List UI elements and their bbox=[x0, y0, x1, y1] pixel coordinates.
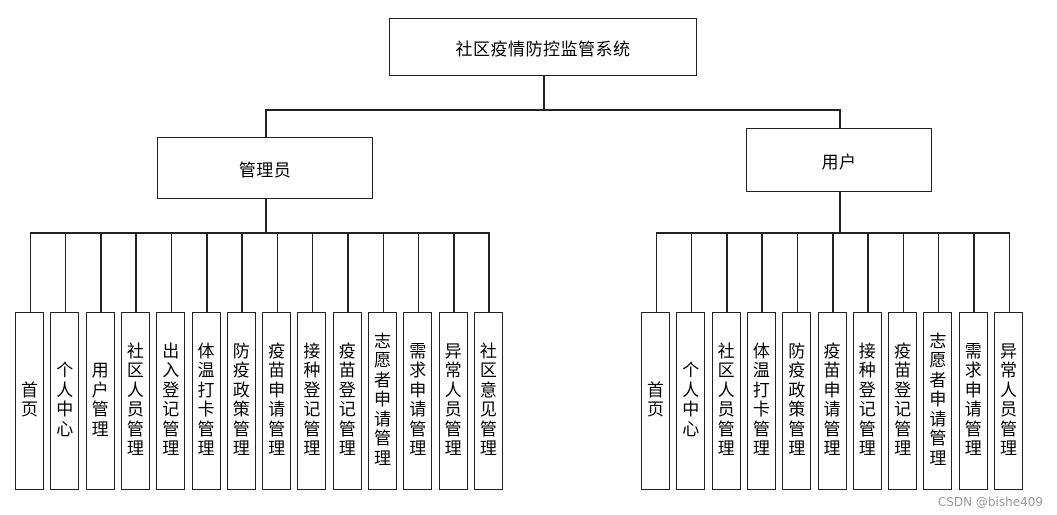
module-connector bbox=[347, 232, 349, 312]
branch-node-label: 管理员 bbox=[238, 160, 292, 181]
module-connector bbox=[655, 232, 657, 312]
module-connector bbox=[867, 232, 869, 312]
branch-connector-bar bbox=[265, 109, 841, 111]
module-label: 体温打卡管理 bbox=[197, 341, 215, 459]
module-label: 首页 bbox=[21, 380, 38, 420]
module-label: 疫苗登记管理 bbox=[338, 341, 356, 459]
module-connector bbox=[135, 232, 137, 312]
module-node: 疫苗申请管理 bbox=[817, 312, 847, 490]
module-connector bbox=[761, 232, 763, 312]
module-node: 体温打卡管理 bbox=[191, 312, 221, 490]
module-connector bbox=[937, 232, 940, 312]
module-connector bbox=[206, 232, 208, 312]
module-connector bbox=[488, 232, 490, 312]
module-node: 用户管理 bbox=[85, 312, 115, 490]
module-connector bbox=[241, 232, 243, 312]
module-label: 接种登记管理 bbox=[303, 341, 321, 459]
module-connector bbox=[382, 232, 384, 312]
module-node: 疫苗登记管理 bbox=[888, 312, 918, 490]
module-label: 疫苗申请管理 bbox=[268, 341, 286, 459]
branch-node-admin: 管理员 bbox=[157, 137, 373, 199]
module-connector bbox=[902, 232, 905, 312]
module-node: 个人中心 bbox=[50, 312, 80, 490]
module-node: 体温打卡管理 bbox=[746, 312, 776, 490]
module-connector bbox=[100, 232, 102, 312]
module-label: 志愿者申请管理 bbox=[929, 331, 947, 469]
module-label: 志愿者申请管理 bbox=[374, 331, 391, 469]
module-node: 防疫政策管理 bbox=[782, 312, 812, 490]
module-connector bbox=[417, 232, 420, 312]
module-label: 体温打卡管理 bbox=[752, 341, 770, 459]
module-node: 首页 bbox=[641, 312, 670, 490]
module-label: 异常人员管理 bbox=[444, 341, 462, 459]
branch-node-label: 用户 bbox=[821, 152, 857, 173]
root-node-label: 社区疫情防控监管系统 bbox=[455, 39, 631, 60]
module-node: 社区人员管理 bbox=[711, 312, 741, 490]
module-connector bbox=[1008, 232, 1010, 312]
root-connector bbox=[543, 76, 545, 109]
module-connector bbox=[311, 232, 314, 312]
module-label: 需求申请管理 bbox=[409, 341, 427, 459]
module-connector bbox=[690, 232, 693, 312]
module-label: 防疫政策管理 bbox=[788, 341, 806, 459]
module-label: 个人中心 bbox=[682, 361, 700, 440]
module-connector bbox=[170, 232, 173, 312]
module-connector bbox=[726, 232, 728, 312]
module-connector bbox=[276, 232, 279, 312]
module-node: 接种登记管理 bbox=[297, 312, 327, 490]
module-node: 社区意见管理 bbox=[473, 312, 503, 490]
module-label: 出入登记管理 bbox=[162, 341, 180, 459]
module-node: 首页 bbox=[15, 312, 44, 490]
module-node: 异常人员管理 bbox=[994, 312, 1023, 490]
module-node: 异常人员管理 bbox=[438, 312, 468, 490]
module-label: 社区意见管理 bbox=[479, 341, 497, 459]
module-connector-bar bbox=[29, 232, 490, 234]
module-node: 志愿者申请管理 bbox=[368, 312, 397, 490]
module-label: 社区人员管理 bbox=[717, 341, 735, 459]
branch-stem bbox=[839, 192, 841, 232]
module-label: 疫苗登记管理 bbox=[894, 341, 912, 459]
module-node: 防疫政策管理 bbox=[226, 312, 256, 490]
module-connector bbox=[453, 232, 455, 312]
module-label: 首页 bbox=[647, 380, 664, 420]
branch-connector-admin bbox=[265, 109, 267, 137]
module-node: 志愿者申请管理 bbox=[923, 312, 953, 490]
module-label: 接种登记管理 bbox=[858, 341, 876, 459]
module-label: 需求申请管理 bbox=[964, 341, 982, 459]
module-label: 疫苗申请管理 bbox=[823, 341, 841, 459]
module-node: 出入登记管理 bbox=[156, 312, 186, 490]
module-node: 社区人员管理 bbox=[120, 312, 150, 490]
branch-node-user: 用户 bbox=[746, 128, 932, 192]
module-node: 需求申请管理 bbox=[403, 312, 433, 490]
watermark: CSDN @bishe409 bbox=[937, 495, 1043, 509]
module-connector bbox=[832, 232, 834, 312]
module-label: 社区人员管理 bbox=[126, 341, 144, 459]
module-connector bbox=[64, 232, 67, 312]
module-node: 疫苗登记管理 bbox=[332, 312, 362, 490]
module-label: 用户管理 bbox=[91, 361, 109, 440]
root-node: 社区疫情防控监管系统 bbox=[389, 18, 697, 76]
module-node: 需求申请管理 bbox=[958, 312, 988, 490]
module-node: 个人中心 bbox=[676, 312, 706, 490]
branch-connector-user bbox=[839, 109, 841, 128]
module-label: 异常人员管理 bbox=[1000, 341, 1017, 459]
branch-stem bbox=[265, 199, 267, 232]
module-label: 防疫政策管理 bbox=[232, 341, 250, 459]
module-connector bbox=[973, 232, 975, 312]
module-connector bbox=[29, 232, 31, 312]
module-node: 疫苗申请管理 bbox=[262, 312, 292, 490]
module-connector bbox=[796, 232, 799, 312]
module-label: 个人中心 bbox=[56, 361, 74, 440]
module-node: 接种登记管理 bbox=[852, 312, 882, 490]
